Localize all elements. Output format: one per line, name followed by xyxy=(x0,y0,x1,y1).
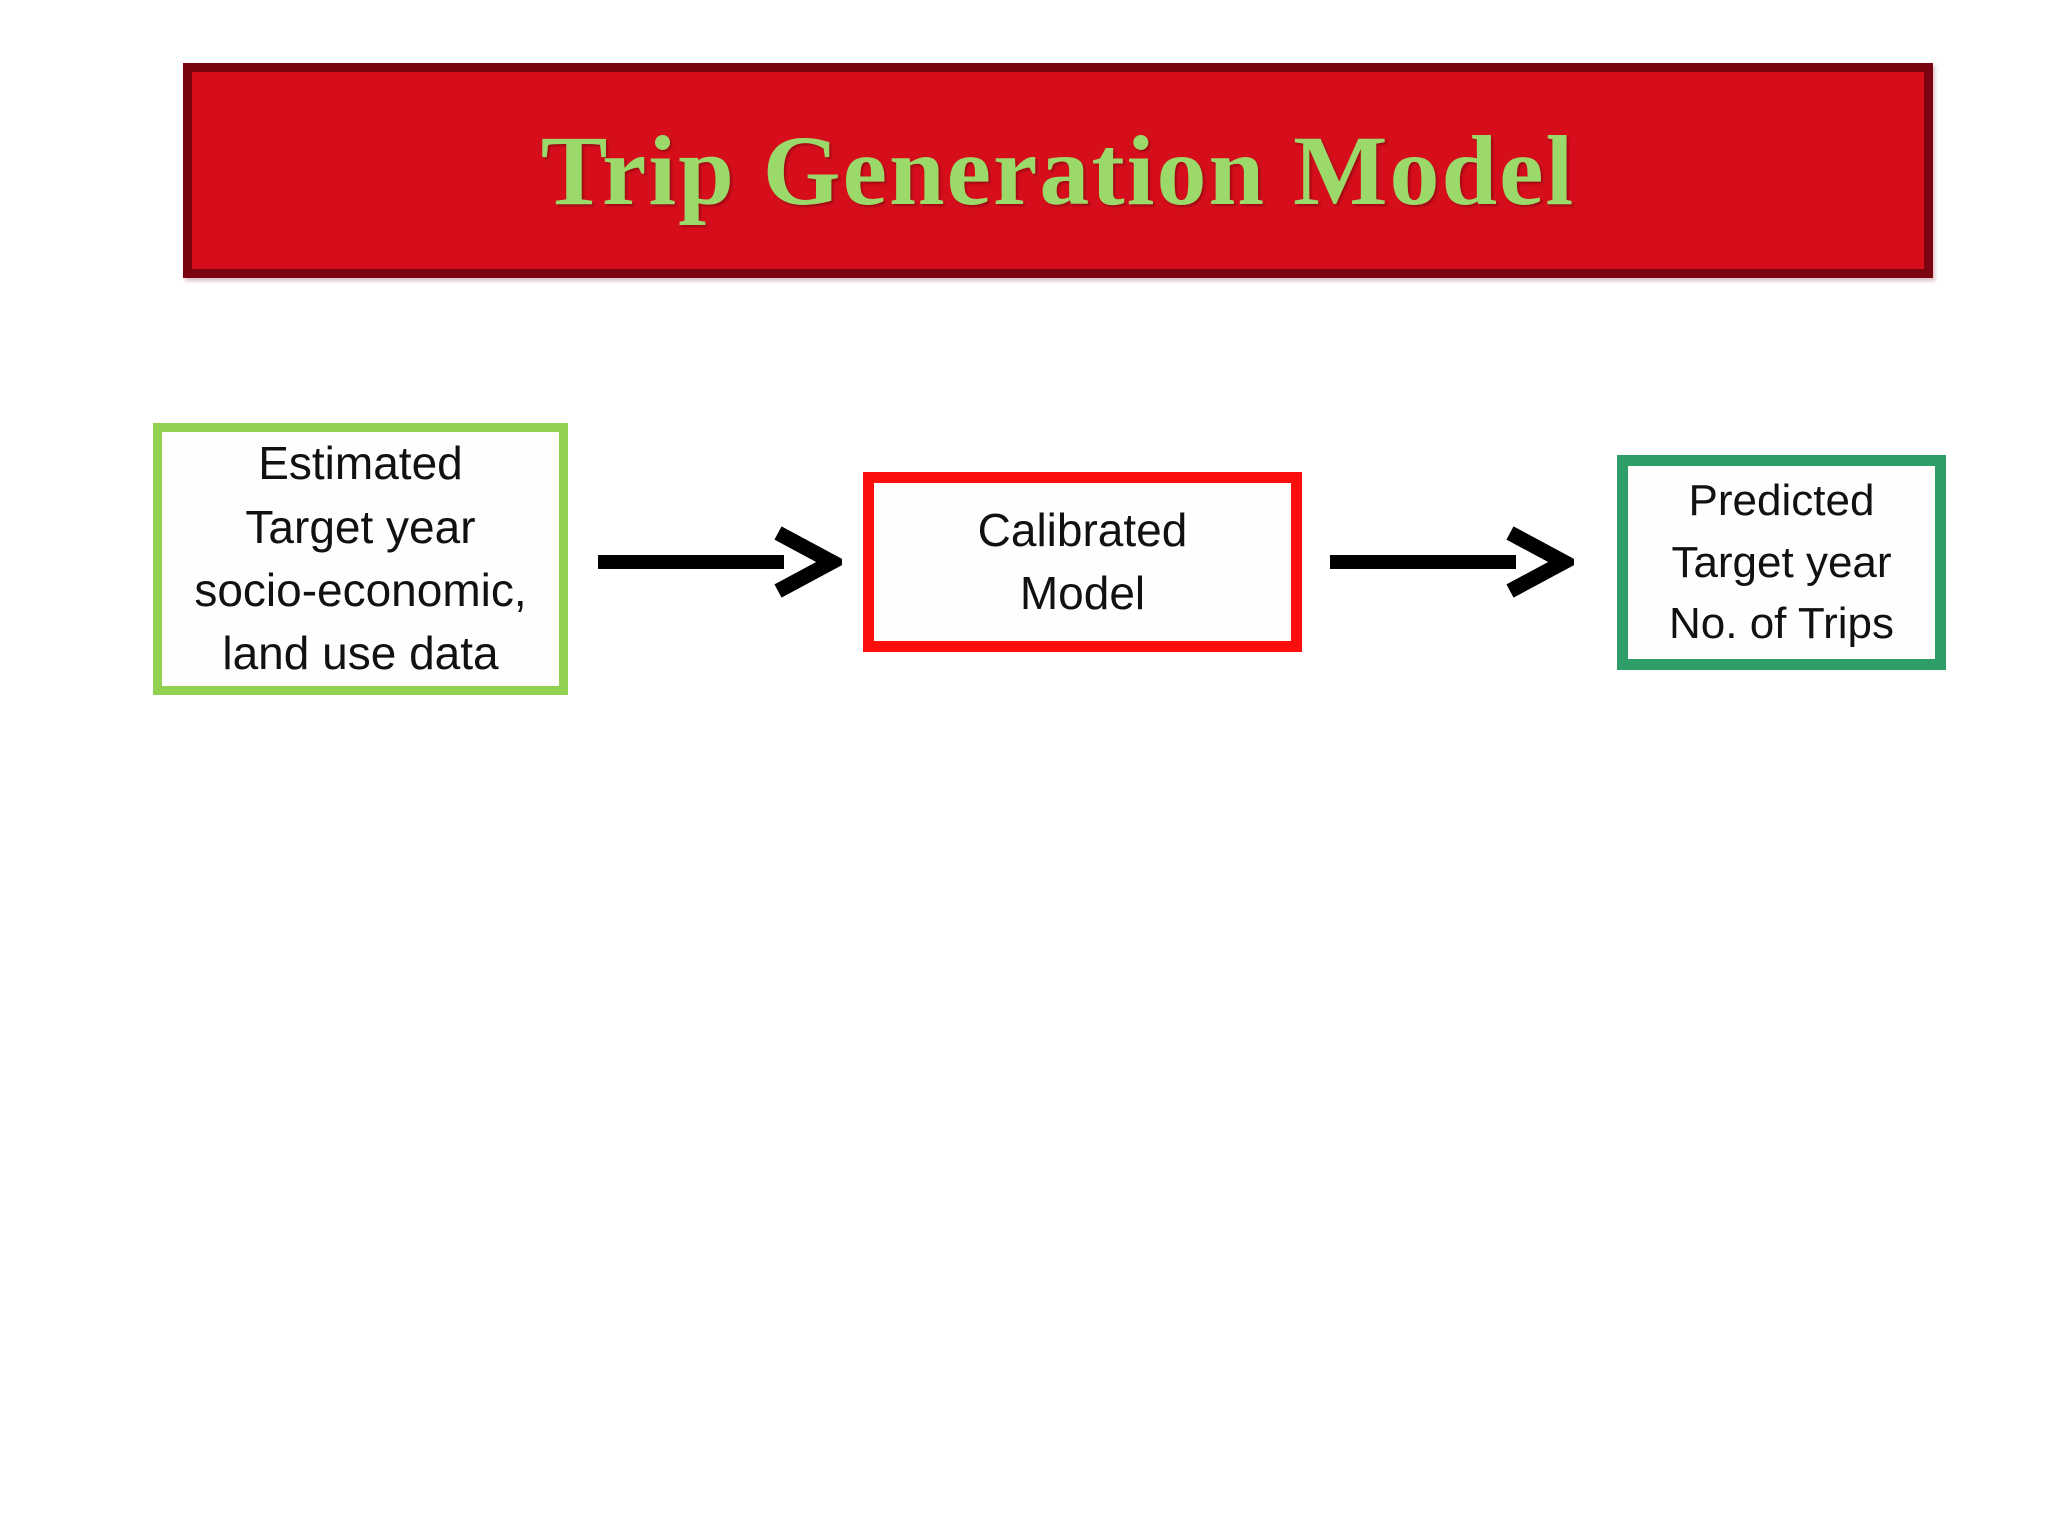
title-banner: Trip Generation Model xyxy=(183,63,1933,278)
arrow-right-icon xyxy=(592,502,842,622)
arrow-right-icon xyxy=(1324,502,1574,622)
calibrated-model-box: Calibrated Model xyxy=(863,472,1302,652)
output-trips-box: Predicted Target year No. of Trips xyxy=(1617,455,1946,670)
page-title: Trip Generation Model xyxy=(540,115,1576,226)
input-data-box: Estimated Target year socio-economic, la… xyxy=(153,423,568,695)
